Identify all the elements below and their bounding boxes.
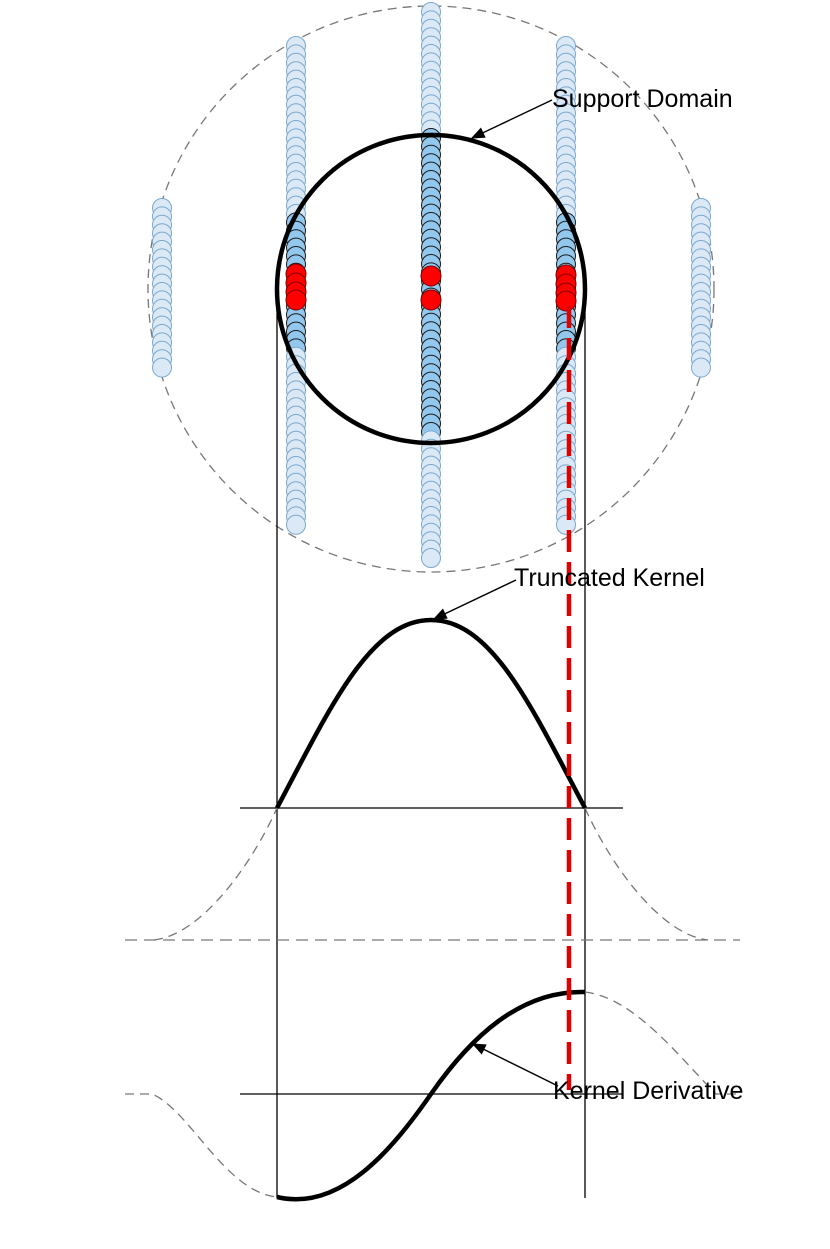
active-particle: [420, 289, 442, 311]
support-domain-arrow: [470, 99, 553, 139]
full-kernel-dashed-curve: [153, 807, 709, 941]
derivative-right-dashed-tail: [584, 991, 740, 1095]
particle: [691, 357, 711, 378]
particle: [421, 548, 441, 568]
active-particle: [285, 289, 307, 311]
truncated-kernel-curve: [275, 617, 587, 810]
kernel-derivative-label: Kernel Derivative: [553, 1077, 743, 1105]
active-particle: [555, 290, 577, 312]
active-particle: [420, 265, 442, 287]
outer-domain-circle: [147, 5, 715, 573]
particle: [286, 514, 306, 535]
kernel-derivative-arrow: [471, 1043, 559, 1087]
particle: [556, 514, 576, 535]
truncated-kernel-label: Truncated Kernel: [514, 564, 705, 592]
support-domain-circle: [274, 132, 588, 446]
support-domain-label: Support Domain: [552, 85, 733, 113]
particle: [152, 357, 172, 378]
derivative-left-dashed-tail: [125, 1093, 278, 1198]
truncated-kernel-arrow: [432, 579, 517, 620]
kernel-derivative-curve: [276, 989, 586, 1202]
